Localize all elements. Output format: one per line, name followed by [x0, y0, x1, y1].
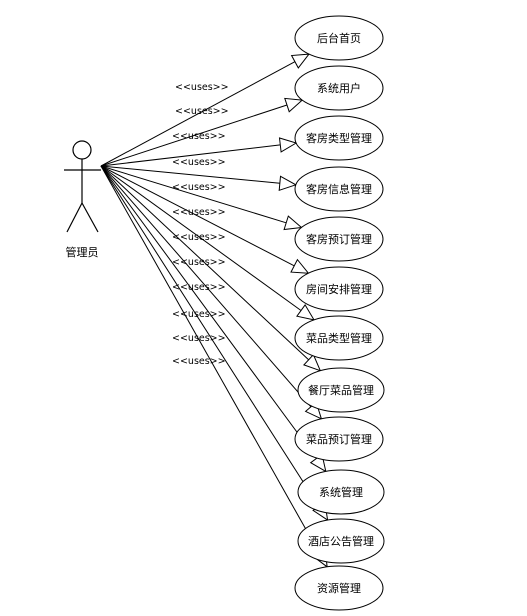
use-case-ellipse [294, 416, 384, 462]
arrowhead-icon [278, 175, 298, 192]
use-case-ellipse [294, 315, 384, 361]
uses-label: <<uses>> [172, 232, 226, 243]
use-case-label: 后台首页 [317, 31, 361, 45]
uses-edge-line [100, 165, 280, 184]
uses-edge [100, 97, 304, 167]
use-case: 菜品类型管理 [294, 315, 384, 361]
use-case-ellipse [294, 15, 384, 61]
use-case: 系统用户 [294, 65, 384, 111]
use-case-ellipse [294, 266, 384, 312]
use-case-label: 系统管理 [319, 485, 363, 499]
use-case-label: 客房信息管理 [306, 182, 372, 196]
uses-label: <<uses>> [172, 207, 226, 218]
use-case-label: 系统用户 [317, 81, 361, 95]
uses-label: <<uses>> [172, 356, 226, 367]
use-case-ellipse [297, 367, 385, 413]
arrowhead-icon [290, 53, 311, 69]
use-case-ellipse [294, 166, 384, 212]
use-case-label: 资源管理 [317, 581, 361, 595]
uses-edge [100, 137, 298, 167]
use-case: 资源管理 [294, 565, 384, 611]
use-case-ellipse [294, 115, 384, 161]
uses-label: <<uses>> [175, 82, 229, 93]
uses-edge [100, 165, 298, 192]
uses-edge-line [100, 104, 288, 167]
arrowhead-icon [296, 303, 316, 321]
arrowhead-icon [284, 97, 304, 113]
uses-edge-line [100, 165, 309, 361]
use-case-label: 酒店公告管理 [308, 534, 374, 548]
uses-label: <<uses>> [175, 106, 229, 117]
uses-edge-line [100, 165, 287, 224]
uses-edge-line [100, 165, 295, 267]
use-case-ellipse [294, 565, 384, 611]
use-case: 菜品预订管理 [294, 416, 384, 462]
arrowhead-icon [290, 258, 310, 274]
uses-edge [100, 165, 310, 274]
uses-label: <<uses>> [172, 282, 226, 293]
uses-label: <<uses>> [172, 131, 226, 142]
use-case-label: 菜品预订管理 [306, 432, 372, 446]
arrowhead-icon [303, 353, 322, 372]
use-case: 房间安排管理 [294, 266, 384, 312]
uses-edge-line [100, 165, 317, 459]
uses-label: <<uses>> [172, 157, 226, 168]
actor-name: 管理员 [66, 245, 99, 259]
uses-edge-line [100, 165, 302, 311]
uses-edge [100, 165, 322, 372]
use-case: 客房预订管理 [294, 216, 384, 262]
use-case: 客房类型管理 [294, 115, 384, 161]
use-case-label: 客房类型管理 [306, 131, 372, 145]
uses-edge-line [100, 144, 281, 167]
uses-edge [100, 165, 316, 321]
uses-label: <<uses>> [172, 333, 226, 344]
use-cases: 后台首页系统用户客房类型管理客房信息管理客房预订管理房间安排管理菜品类型管理餐厅… [294, 15, 385, 611]
use-case: 餐厅菜品管理 [297, 367, 385, 413]
use-case-label: 菜品类型管理 [306, 331, 372, 345]
uses-label: <<uses>> [172, 182, 226, 193]
use-case-ellipse [294, 65, 384, 111]
use-case: 酒店公告管理 [297, 518, 385, 564]
arrowhead-icon [283, 215, 303, 231]
uses-label: <<uses>> [172, 309, 226, 320]
use-case-label: 客房预订管理 [306, 232, 372, 246]
use-case: 客房信息管理 [294, 166, 384, 212]
use-case: 后台首页 [294, 15, 384, 61]
use-case-label: 餐厅菜品管理 [308, 383, 374, 397]
uses-edge-line [100, 61, 296, 167]
uses-edge-line [100, 165, 320, 554]
stick-figure-icon [64, 140, 101, 233]
uses-edge [100, 53, 311, 167]
use-case: 系统管理 [297, 469, 385, 515]
use-case-ellipse [297, 518, 385, 564]
arrowhead-icon [278, 137, 298, 153]
uses-edge-line [100, 165, 320, 507]
actor: 管理员 [64, 140, 101, 259]
use-case-label: 房间安排管理 [306, 282, 372, 296]
uses-edge [100, 165, 303, 231]
use-case-ellipse [297, 469, 385, 515]
use-case-ellipse [294, 216, 384, 262]
uses-edge-line [100, 165, 312, 408]
uses-labels: <<uses>> <<uses>> <<uses>> <<uses>> <<uses>>… [172, 82, 229, 367]
uses-label: <<uses>> [172, 257, 226, 268]
